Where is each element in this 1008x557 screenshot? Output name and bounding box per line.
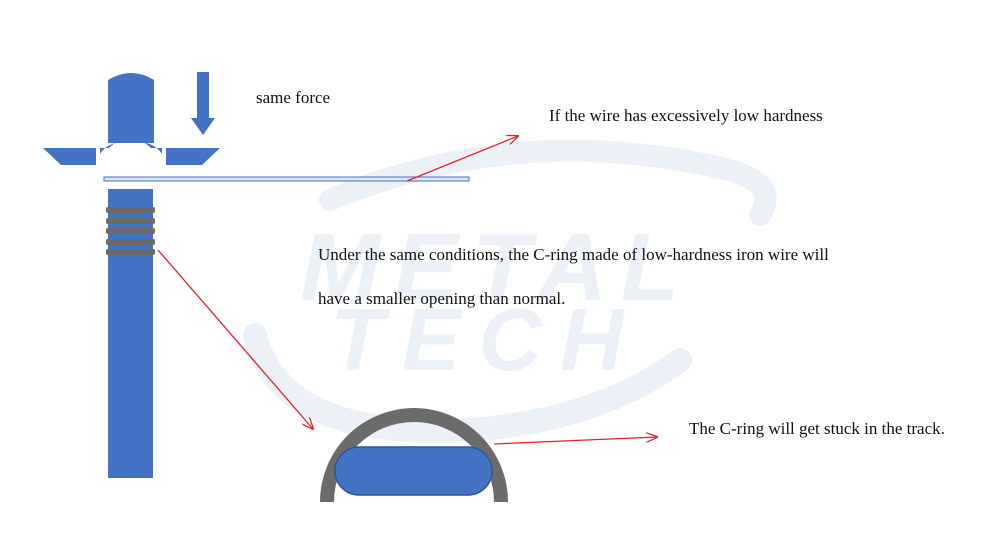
low-hardness-label: If the wire has excessively low hardness: [549, 106, 823, 125]
coil: [106, 228, 155, 234]
press-die-gap-right: [162, 148, 166, 166]
watermark-text-metal: METAL: [300, 214, 693, 321]
force-arrow: [191, 72, 215, 135]
wire-column: [108, 189, 153, 478]
c-ring-arc: [320, 408, 508, 502]
same-force-label: same force: [256, 88, 331, 107]
flat-wire-strip: [103, 176, 470, 182]
pointer-arrow-hardness: [406, 136, 518, 182]
stuck-in-track-label: The C-ring will get stuck in the track.: [689, 419, 945, 438]
press-die: [43, 138, 220, 165]
track-block: [334, 446, 493, 496]
watermark-text-tech: TECH: [330, 290, 642, 389]
coil: [106, 249, 155, 255]
coil: [106, 218, 155, 224]
conditions-text-line1: Under the same conditions, the C-ring ma…: [318, 245, 829, 264]
press-die-gap: [96, 148, 100, 166]
coil: [106, 239, 155, 245]
press-punch: [108, 73, 154, 143]
c-ring-coils: [106, 207, 155, 255]
watermark-swoosh-upper: [319, 139, 777, 226]
conditions-text-line2: have a smaller opening than normal.: [318, 289, 566, 308]
metaltech-watermark: METAL TECH: [243, 139, 777, 443]
pointer-arrow-coil: [157, 249, 313, 429]
coil: [106, 207, 155, 213]
pointer-arrow-stuck: [493, 437, 657, 445]
